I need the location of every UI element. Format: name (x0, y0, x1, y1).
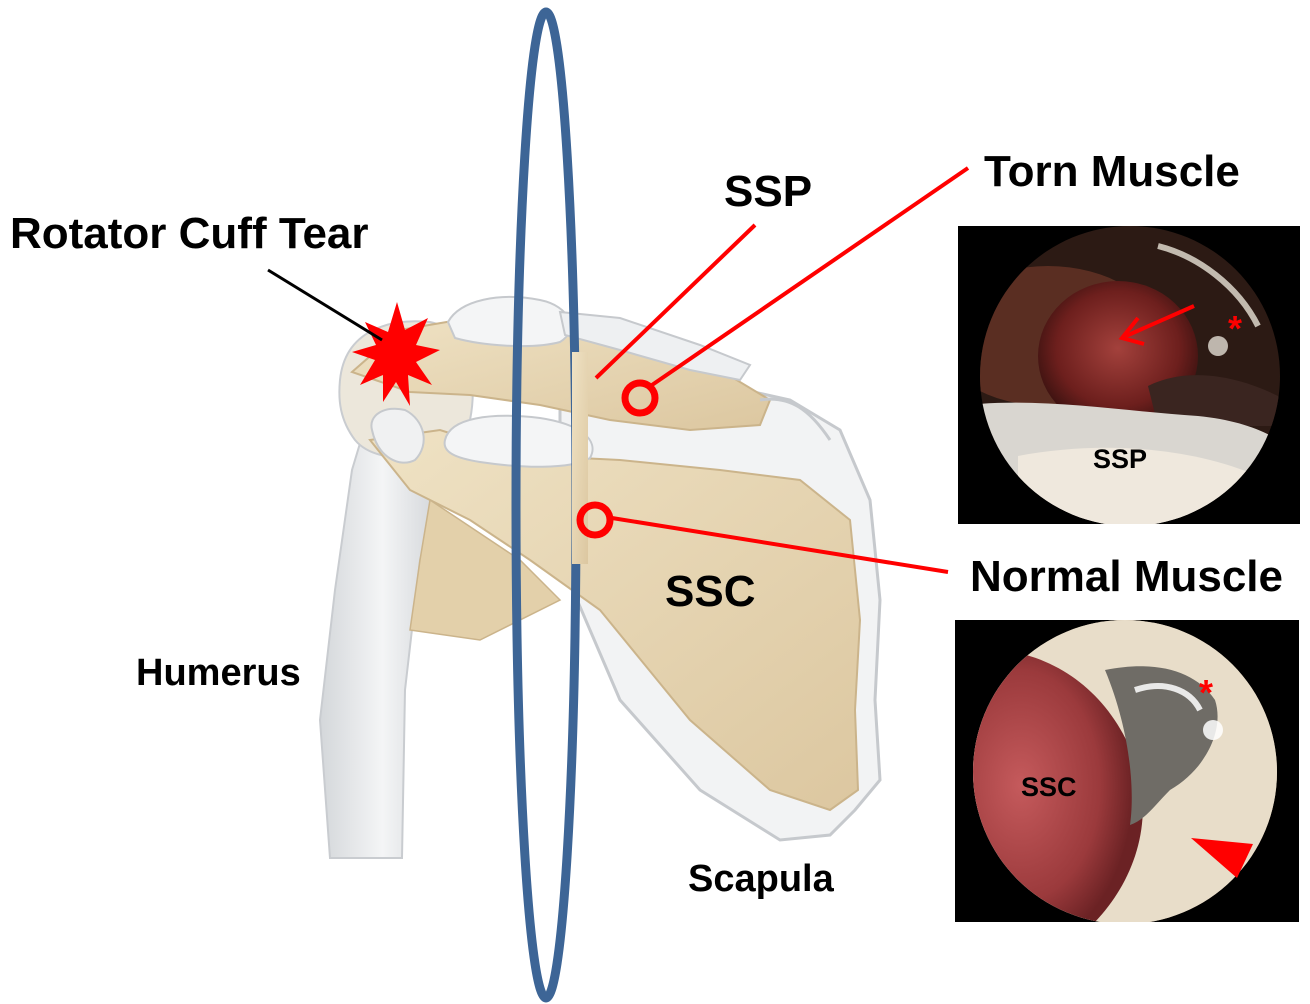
acromion-bone (448, 297, 570, 346)
normal-panel-marker: * (1199, 672, 1213, 714)
torn-arthroscopy-view (958, 226, 1300, 524)
humerus-label: Humerus (136, 654, 301, 692)
normal-arthroscopy-view (955, 620, 1299, 922)
ssc-label: SSC (665, 570, 755, 614)
rotator-cuff-tear-label: Rotator Cuff Tear (10, 212, 369, 256)
torn-muscle-label: Torn Muscle (984, 150, 1240, 194)
tear-pointer-line (268, 270, 382, 340)
normal-muscle-label: Normal Muscle (970, 555, 1283, 599)
scapula-label: Scapula (688, 860, 834, 898)
ssp-label: SSP (724, 170, 812, 214)
normal-panel-ssc-label: SSC (1021, 772, 1077, 803)
torn-panel-ssp-label: SSP (1093, 444, 1147, 475)
normal-arthroscopy-image: * SSC (955, 620, 1299, 922)
torn-arthroscopy-image: * SSP (958, 226, 1300, 524)
torn-panel-marker: * (1228, 308, 1242, 350)
